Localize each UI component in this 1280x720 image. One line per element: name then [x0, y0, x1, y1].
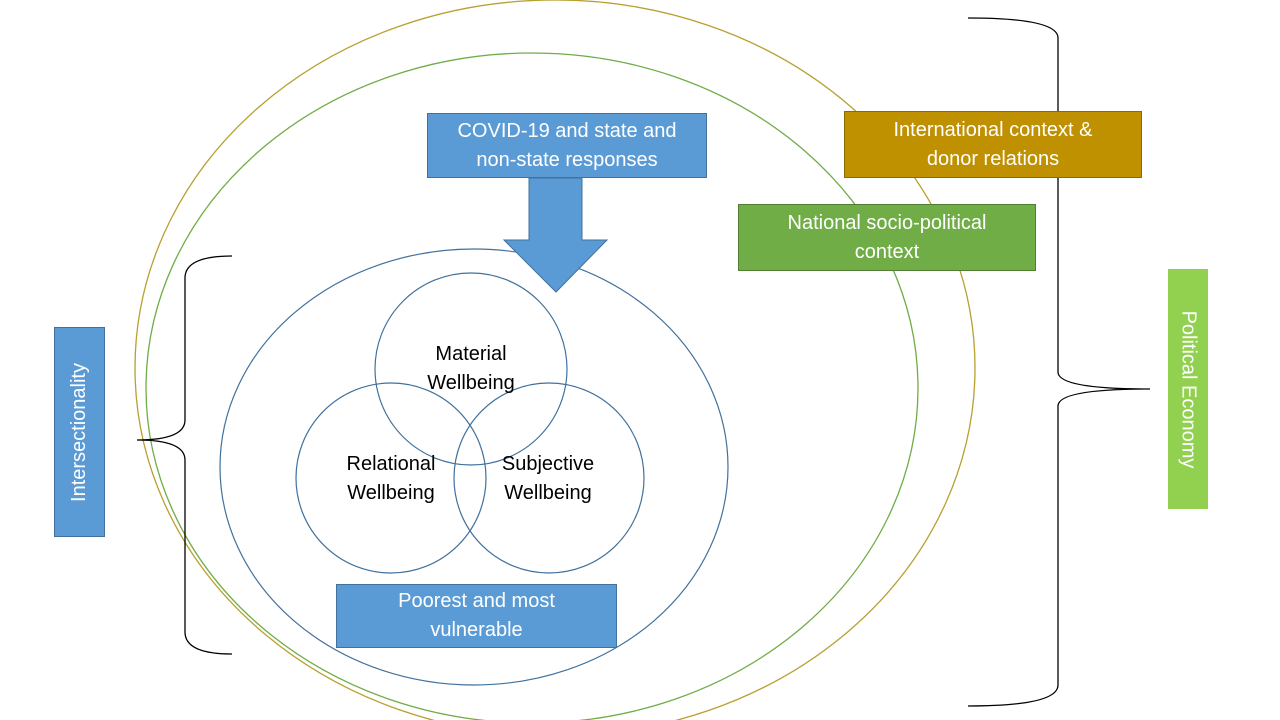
- subjective-wellbeing-circle: [453, 382, 645, 574]
- national-context-box: National socio-political context: [738, 204, 1036, 271]
- down-arrow-icon: [502, 177, 609, 293]
- political-economy-brace: [967, 17, 1151, 707]
- relational-wellbeing-circle: [295, 382, 487, 574]
- intersectionality-box: Intersectionality: [54, 327, 105, 537]
- relational-wellbeing-label: Relational Wellbeing: [346, 453, 436, 504]
- intersectionality-brace: [136, 255, 233, 655]
- political-economy-label: Political Economy: [1177, 310, 1200, 468]
- intersectionality-label: Intersectionality: [68, 362, 90, 502]
- poorest-vulnerable-ring: [219, 248, 729, 686]
- national-context-ring: [145, 52, 919, 720]
- covid-responses-box: COVID-19 and state and non-state respons…: [427, 113, 707, 178]
- material-wellbeing-circle: [374, 272, 568, 466]
- material-wellbeing-label: Material Wellbeing: [427, 343, 515, 394]
- subjective-wellbeing-label: Subjective Wellbeing: [501, 453, 595, 504]
- international-context-ring: [134, 0, 976, 720]
- political-economy-box: Political Economy: [1168, 269, 1208, 509]
- poorest-vulnerable-box: Poorest and most vulnerable: [336, 584, 617, 648]
- international-context-box: International context & donor relations: [844, 111, 1142, 178]
